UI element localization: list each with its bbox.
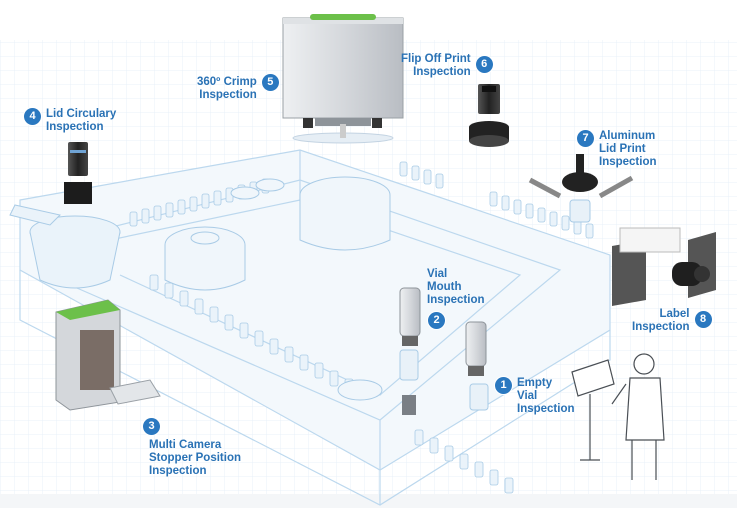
camera-icon xyxy=(528,154,634,223)
crimp-inspection-housing xyxy=(282,14,404,144)
station-6-line-1: Flip Off Print xyxy=(401,53,471,65)
station-callout-6: Flip Off Print Inspection 6 xyxy=(401,53,493,79)
station-1-line-3: Inspection xyxy=(517,403,575,415)
station-3-number: 3 xyxy=(143,418,160,435)
station-7-line-1: Aluminum xyxy=(599,130,656,142)
station-5-line-1: 360º Crimp xyxy=(197,76,257,88)
camera-icon xyxy=(469,84,509,147)
camera-icon xyxy=(399,287,489,415)
station-7-line-3: Inspection xyxy=(599,156,657,168)
station-5-line-2: Inspection xyxy=(199,89,257,101)
station-4-number: 4 xyxy=(24,108,41,125)
station-1-number: 1 xyxy=(495,377,512,394)
station-callout-5: 360º Crimp Inspection 5 xyxy=(197,74,279,102)
station-2-number: 2 xyxy=(428,312,445,329)
station-8-line-2: Inspection xyxy=(632,321,690,333)
station-3-line-1: Multi Camera xyxy=(149,439,222,451)
station-4-line-2: Inspection xyxy=(46,121,104,133)
station-callout-4: 4 Lid Circulary Inspection xyxy=(24,108,116,134)
station-5-number: 5 xyxy=(261,74,279,91)
conveyor-frame xyxy=(19,149,611,506)
bowl-feeder xyxy=(9,204,121,289)
station-3-line-2: Stopper Position xyxy=(149,452,241,464)
station-7-number: 7 xyxy=(577,130,594,147)
camera-icon xyxy=(64,142,92,204)
station-1-line-2: Vial xyxy=(517,390,538,402)
station-8-line-1: Label xyxy=(659,308,690,320)
station-4-line-1: Lid Circulary xyxy=(46,108,117,120)
bottom-band xyxy=(0,494,737,508)
hmi-monitor-icon xyxy=(571,359,615,461)
operator-figure-icon xyxy=(611,353,665,480)
station-2-line-2: Mouth xyxy=(427,281,462,293)
station-2-line-3: Inspection xyxy=(427,294,485,306)
station-callout-2: Vial Mouth Inspection xyxy=(427,268,485,307)
vial-row-lower xyxy=(149,274,514,494)
station-callout-8: Label Inspection 8 xyxy=(632,308,712,334)
stopper-cabinet xyxy=(55,299,161,411)
station-callout-7: 7 Aluminum Lid Print Inspection xyxy=(577,130,657,169)
station-1-line-1: Empty xyxy=(517,377,553,389)
turntables xyxy=(164,176,391,401)
station-6-number: 6 xyxy=(475,56,493,73)
station-2-line-1: Vial xyxy=(427,268,448,280)
station-8-number: 8 xyxy=(694,311,712,328)
station-callout-3: Multi Camera Stopper Position Inspection xyxy=(149,439,241,478)
station-3-line-3: Inspection xyxy=(149,465,207,477)
station-callout-1: 1 Empty Vial Inspection xyxy=(495,377,575,416)
station-6-line-2: Inspection xyxy=(413,66,471,78)
station-7-line-2: Lid Print xyxy=(599,143,646,155)
label-inspection-unit xyxy=(612,227,716,306)
